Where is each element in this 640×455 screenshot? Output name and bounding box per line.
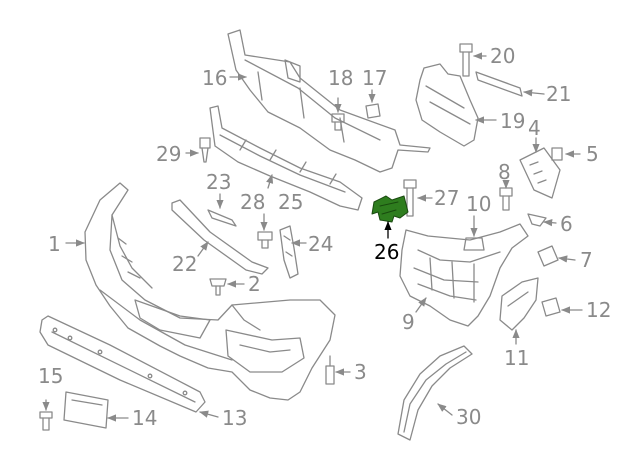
- part-23-bracket: [207, 209, 237, 227]
- part-30-wheel-arch: [397, 345, 473, 441]
- part-28-absorber: [209, 105, 363, 211]
- callout-4: 4: [528, 116, 541, 140]
- part-29-clip: [199, 137, 211, 163]
- callout-1: 1: [48, 232, 61, 256]
- part-24-bracket: [279, 225, 299, 279]
- part-14-plate-holder: [63, 391, 109, 429]
- part-2-screw: [209, 278, 227, 296]
- callout-11: 11: [504, 346, 530, 370]
- callout-6: 6: [560, 212, 573, 236]
- leader-lines: [65, 52, 583, 422]
- callout-9: 9: [402, 310, 415, 334]
- part-17-nut: [365, 103, 381, 119]
- callout-25: 25: [278, 190, 304, 214]
- part-18-bolt: [331, 113, 345, 131]
- part-7-clip: [537, 245, 559, 267]
- part-12-clip: [541, 297, 561, 317]
- callout-26: 26: [374, 240, 400, 264]
- part-19-cover: [415, 63, 479, 147]
- callout-16: 16: [202, 66, 228, 90]
- callout-29: 29: [156, 142, 182, 166]
- part-27-bolt: [403, 179, 417, 217]
- callout-5: 5: [586, 142, 599, 166]
- callout-24: 24: [308, 232, 334, 256]
- part-15-bolt: [39, 399, 53, 431]
- callout-3: 3: [354, 360, 367, 384]
- callout-17: 17: [362, 66, 388, 90]
- part-1-bumper-cover: [84, 182, 336, 401]
- part-6-clip: [527, 213, 547, 227]
- part-3-bolt: [325, 355, 335, 385]
- callout-15: 15: [38, 364, 64, 388]
- callout-8: 8: [498, 160, 511, 184]
- callout-23: 23: [206, 170, 232, 194]
- callout-22: 22: [172, 252, 198, 276]
- part-20-bolt: [459, 43, 473, 77]
- part-21-strip: [475, 71, 523, 97]
- callout-13: 13: [222, 406, 248, 430]
- part-22-guide-strip: [171, 199, 269, 275]
- callout-7: 7: [580, 248, 593, 272]
- part-8-bolt: [499, 187, 513, 211]
- callout-2: 2: [248, 272, 261, 296]
- callout-14: 14: [132, 406, 158, 430]
- callout-10: 10: [466, 192, 492, 216]
- callout-30: 30: [456, 405, 482, 429]
- callout-20: 20: [490, 44, 516, 68]
- callout-18: 18: [328, 66, 354, 90]
- part-4-grille-insert: [519, 147, 561, 199]
- part-11-bracket: [499, 277, 539, 331]
- part-26-highlighted-bracket: [371, 195, 409, 223]
- part-13-lower-trim: [39, 315, 206, 413]
- callout-12: 12: [586, 298, 612, 322]
- part-5-bolt: [551, 147, 563, 161]
- callout-19: 19: [500, 109, 526, 133]
- part-25-clip: [257, 231, 273, 249]
- callout-27: 27: [434, 186, 460, 210]
- callout-21: 21: [546, 82, 572, 106]
- callout-28: 28: [240, 190, 266, 214]
- part-16-bumper-carrier: [227, 29, 431, 173]
- part-9-air-guide: [399, 223, 529, 327]
